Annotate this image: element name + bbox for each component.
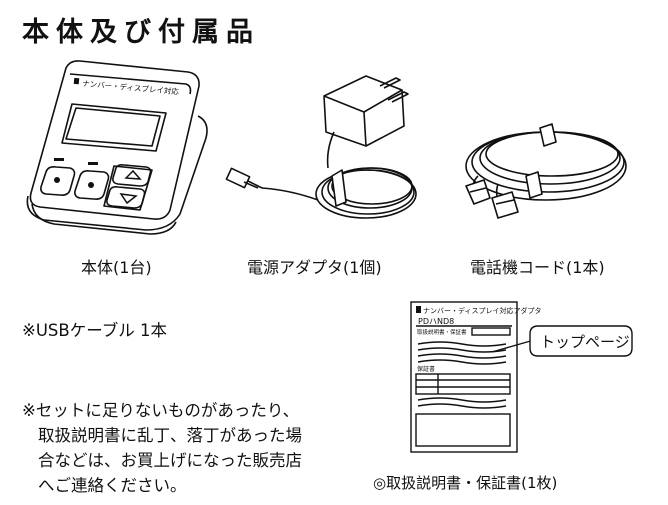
ac-adapter-caption: 電源アダプタ(1個) [247,258,382,277]
missing-note-line-2: 取扱説明書に乱丁、落丁があった場 [38,426,302,445]
manual-caption: ◎取扱説明書・保証書(1枚) [373,474,558,492]
missing-items-note: ※セットに足りないものがあったり、 取扱説明書に乱丁、落丁があった場 合などは、… [22,398,302,498]
usb-cable-note: ※USBケーブル 1本 [22,321,167,340]
page-title: 本体及び付属品 [22,17,260,48]
manual-model: PDハND8 [418,317,454,326]
warranty-heading: 保証書 [417,365,435,373]
phone-cord-caption: 電話機コード(1本) [470,258,605,277]
manual-subtitle: 取扱説明書・保証書 [417,328,467,336]
manual-cover-title: ナンバー・ディスプレイ対応アダプタ [423,306,542,315]
main-unit-caption: 本体(1台) [81,258,152,277]
missing-note-line-3: 合などは、お買上げになった販売店 [38,451,302,470]
top-page-callout: トップページ [540,333,630,351]
missing-note-line-1: ※セットに足りないものがあったり、 [22,401,300,420]
missing-note-line-4: へご連絡ください。 [38,476,187,495]
